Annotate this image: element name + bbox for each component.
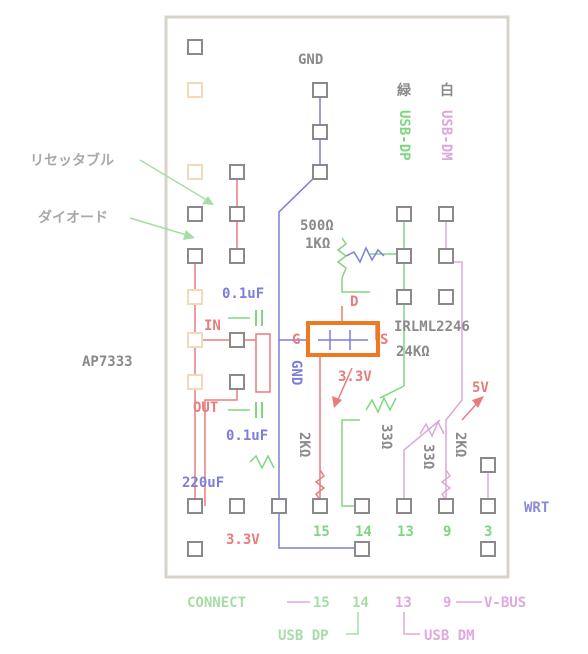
dp-wires [228, 212, 405, 507]
gnd-wires [278, 90, 362, 549]
diode-label: ダイオード [38, 209, 108, 226]
mosfet-symbol [318, 330, 368, 350]
pin-15-label: 15 [313, 524, 330, 540]
board-outline [164, 15, 510, 579]
r2k-left-label: 2KΩ [296, 432, 312, 457]
legend-9: 9 [443, 595, 451, 611]
r33-a-label: 33Ω [378, 424, 394, 449]
gnd-top-label: GND [298, 52, 323, 68]
legend-connect: CONNECT [187, 595, 246, 611]
legend-13: 13 [395, 595, 412, 611]
v33-bot-label: 3.3V [226, 532, 260, 548]
pin-13-label: 13 [397, 524, 414, 540]
v5-label: 5V [472, 380, 489, 396]
cap-220-label: 220uF [182, 475, 224, 491]
pads [187, 39, 496, 557]
legend-15: 15 [313, 595, 330, 611]
pin-3-label: 3 [484, 524, 492, 540]
cap-01-bot-label: 0.1uF [226, 428, 268, 444]
legend-lines [287, 601, 482, 635]
pin-9-label: 9 [443, 524, 451, 540]
out-label: OUT [193, 400, 218, 416]
mosfet-d-label: D [350, 294, 358, 310]
legend-usb-dp: USB DP [278, 628, 329, 644]
mosfet-g-label: G [292, 332, 300, 348]
capacitors [255, 310, 263, 418]
v33-mid-label: 3.3V [338, 369, 372, 385]
r2k-right-label: 2KΩ [452, 432, 468, 457]
resistors [249, 237, 452, 501]
r1k-label: 1KΩ [305, 236, 330, 252]
ap7333-label: AP7333 [82, 354, 133, 370]
usb-dm-vertical-label: USB-DM [438, 110, 454, 161]
power-wires [194, 172, 377, 506]
cap-01-top-label: 0.1uF [222, 286, 264, 302]
usb-dp-vertical-label: USB-DP [396, 110, 412, 161]
midori-label: 緑 [397, 82, 412, 99]
pin-14-label: 14 [355, 524, 372, 540]
arrows [129, 159, 484, 421]
in-label: IN [204, 318, 221, 334]
r24k-label: 24KΩ [396, 344, 430, 360]
faded-pads [187, 82, 203, 390]
mosfet-s-label: S [380, 332, 388, 348]
r33-b-label: 33Ω [420, 444, 436, 469]
wrt-label: WRT [524, 500, 549, 516]
shiro-label: 白 [440, 82, 454, 99]
resettable-label: リセッタブル [30, 152, 114, 169]
legend-usb-dm: USB DM [424, 628, 475, 644]
legend-14: 14 [352, 595, 369, 611]
legend-vbus: V-BUS [484, 595, 526, 611]
mosfet-body [306, 321, 380, 357]
r500-label: 500Ω [300, 218, 334, 234]
irlml-label: IRLML2246 [394, 319, 470, 335]
gnd-mid-label: GND [288, 360, 304, 385]
